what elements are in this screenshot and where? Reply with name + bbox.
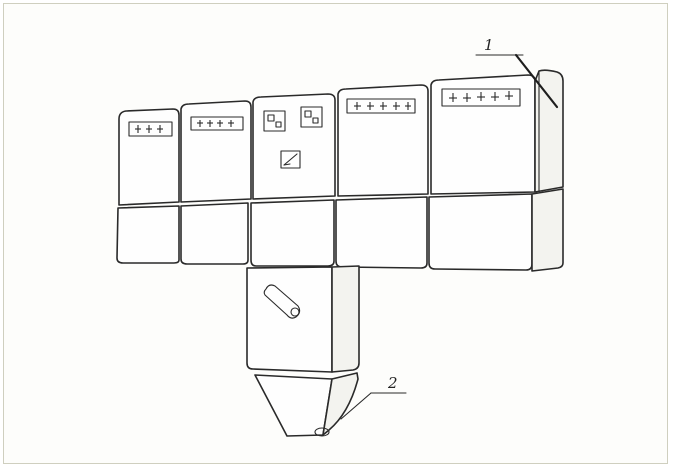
- callout-1-label: 1: [484, 36, 494, 54]
- callout-2: 2: [340, 374, 407, 420]
- lower-cabinet: [246, 265, 360, 373]
- module-top-5: [430, 74, 536, 195]
- funnel-hopper: [254, 372, 359, 437]
- module-bottom-2: [180, 202, 249, 265]
- lever-handle: [263, 284, 301, 319]
- indicator-plus-marks-5: [449, 91, 513, 102]
- module-bottom-3: [250, 199, 335, 267]
- module-top-1: [118, 108, 180, 206]
- indicator-plus-marks-2: [197, 120, 234, 127]
- figure-frame: 1 2: [3, 3, 668, 464]
- control-panel-drawing: 1 2: [116, 36, 564, 437]
- module-bottom-1: [116, 205, 180, 264]
- indicator-plus-marks-4: [354, 102, 411, 110]
- module-bottom-5: [428, 193, 533, 271]
- end-side-panel-top: [534, 69, 564, 193]
- end-side-panel-bottom: [531, 188, 564, 272]
- module-top-4: [337, 84, 429, 197]
- module-top-2: [180, 100, 252, 203]
- callout-1: 1: [475, 36, 559, 109]
- module-top-3: [252, 93, 336, 200]
- module-bottom-4: [335, 196, 428, 269]
- indicator-plus-marks-1: [135, 125, 163, 133]
- callout-2-label: 2: [387, 374, 398, 392]
